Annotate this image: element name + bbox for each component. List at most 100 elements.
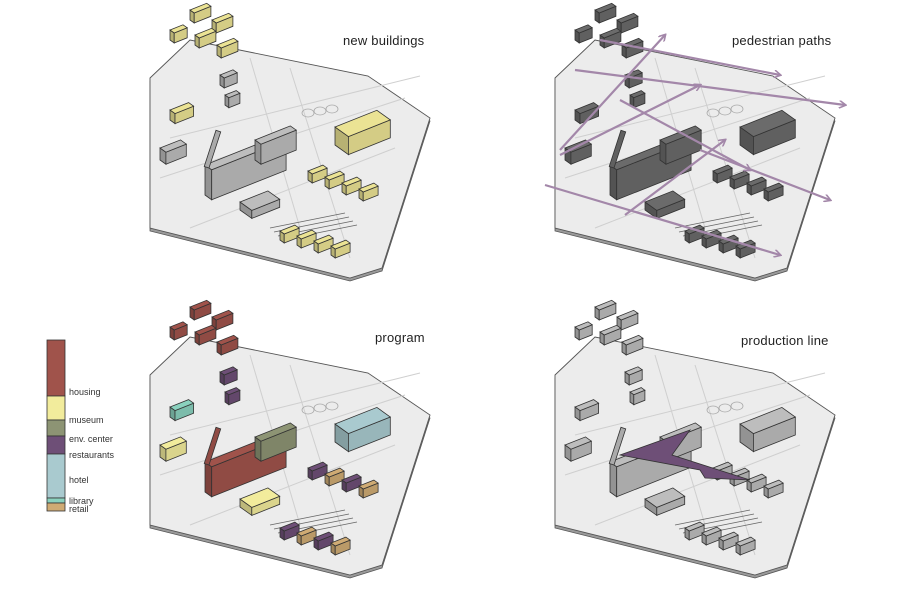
building-left bbox=[169, 399, 195, 422]
building-small bbox=[629, 387, 646, 406]
panel-new-buildings bbox=[149, 2, 431, 282]
street-line bbox=[694, 67, 756, 259]
street-line bbox=[169, 372, 421, 436]
building-row-right bbox=[324, 170, 345, 190]
building-row-right bbox=[324, 467, 345, 487]
building-row-bottom bbox=[279, 224, 300, 244]
plaza-circle bbox=[730, 104, 744, 114]
building-left bbox=[159, 436, 188, 462]
pedestrian-path-line bbox=[619, 99, 750, 170]
street-line bbox=[574, 372, 826, 436]
building-row-right bbox=[763, 479, 784, 499]
pedestrian-path-line bbox=[599, 38, 780, 75]
building-courtyard-block bbox=[334, 109, 392, 156]
legend-label-hotel: hotel bbox=[69, 475, 89, 485]
building-housing-row bbox=[216, 334, 239, 356]
street-line bbox=[289, 364, 351, 556]
building-left bbox=[169, 102, 195, 125]
building-housing-row bbox=[189, 299, 212, 321]
building-row-bottom bbox=[313, 531, 334, 551]
production-line-arrow bbox=[618, 429, 751, 481]
building-row-right bbox=[763, 182, 784, 202]
building-housing-row bbox=[574, 24, 594, 44]
building-housing-row bbox=[169, 321, 189, 341]
building-housing-row bbox=[574, 321, 594, 341]
street-line bbox=[189, 147, 396, 229]
chimney bbox=[608, 426, 627, 466]
building-row-bottom bbox=[279, 521, 300, 541]
building-row-bottom bbox=[718, 531, 739, 551]
building-left bbox=[159, 139, 188, 165]
street-line bbox=[594, 444, 801, 526]
building-row-right bbox=[307, 461, 328, 481]
legend-label-museum: museum bbox=[69, 415, 104, 425]
building-row-bottom bbox=[296, 229, 317, 249]
building-housing-row bbox=[169, 24, 189, 44]
plaza-circle bbox=[325, 401, 339, 411]
building-housing-row bbox=[599, 27, 622, 49]
site-ground bbox=[554, 336, 836, 576]
chimney bbox=[203, 129, 222, 169]
parking-line bbox=[674, 509, 751, 526]
building-factory-annex bbox=[254, 125, 298, 165]
panel-title-pedestrian-paths: pedestrian paths bbox=[732, 33, 832, 48]
building-factory-annex bbox=[254, 422, 298, 462]
building-factory-shed bbox=[644, 190, 686, 220]
building-row-bottom bbox=[701, 526, 722, 546]
building-small bbox=[224, 387, 241, 406]
legend-label-env-center: env. center bbox=[69, 434, 113, 444]
plaza-circle bbox=[313, 403, 327, 413]
building-row-right bbox=[729, 170, 750, 190]
street-line bbox=[169, 75, 421, 139]
building-small bbox=[624, 366, 644, 386]
panel-program bbox=[149, 299, 431, 579]
site-ground bbox=[149, 336, 431, 576]
building-row-bottom bbox=[296, 526, 317, 546]
building-housing-row bbox=[594, 299, 617, 321]
plaza-circle bbox=[706, 405, 720, 415]
building-row-bottom bbox=[735, 536, 756, 556]
building-factory-shed bbox=[239, 487, 281, 517]
building-row-right bbox=[341, 176, 362, 196]
plaza-circle bbox=[718, 106, 732, 116]
parking-line bbox=[269, 509, 346, 526]
panel-title-new-buildings: new buildings bbox=[343, 33, 425, 48]
plaza-circle bbox=[301, 405, 315, 415]
building-courtyard-block bbox=[334, 406, 392, 453]
pedestrian-path-line bbox=[574, 68, 845, 105]
building-row-bottom bbox=[684, 521, 705, 541]
chimney bbox=[203, 426, 222, 466]
plaza-circle bbox=[325, 104, 339, 114]
pedestrian-path-line bbox=[699, 148, 830, 200]
building-small bbox=[219, 366, 239, 386]
building-row-right bbox=[358, 182, 379, 202]
building-housing-row bbox=[211, 12, 234, 34]
building-housing-row bbox=[616, 309, 639, 331]
parking-line bbox=[269, 212, 346, 229]
legend-label-library: library bbox=[69, 496, 94, 506]
building-row-bottom bbox=[313, 234, 334, 254]
parking-line bbox=[674, 212, 751, 229]
building-factory-shed bbox=[644, 487, 686, 517]
plaza-circle bbox=[706, 108, 720, 118]
panel-title-program: program bbox=[375, 330, 425, 345]
plaza-circle bbox=[730, 401, 744, 411]
street-line bbox=[694, 364, 756, 556]
building-row-right bbox=[307, 164, 328, 184]
building-row-bottom bbox=[330, 536, 351, 556]
site-ground bbox=[554, 39, 836, 279]
pedestrian-path-line bbox=[559, 35, 665, 151]
building-housing-row bbox=[216, 37, 239, 59]
building-row-right bbox=[341, 473, 362, 493]
legend-label-restaurants: restaurants bbox=[69, 450, 115, 460]
panel-production-line bbox=[554, 299, 836, 579]
building-housing-row bbox=[194, 324, 217, 346]
legend-color-bar bbox=[46, 339, 66, 512]
plaza-circle bbox=[313, 106, 327, 116]
street-line bbox=[189, 444, 396, 526]
legend-label-housing: housing bbox=[69, 387, 101, 397]
building-courtyard-block bbox=[739, 406, 797, 453]
building-housing-row bbox=[594, 2, 617, 24]
building-small bbox=[224, 90, 241, 109]
